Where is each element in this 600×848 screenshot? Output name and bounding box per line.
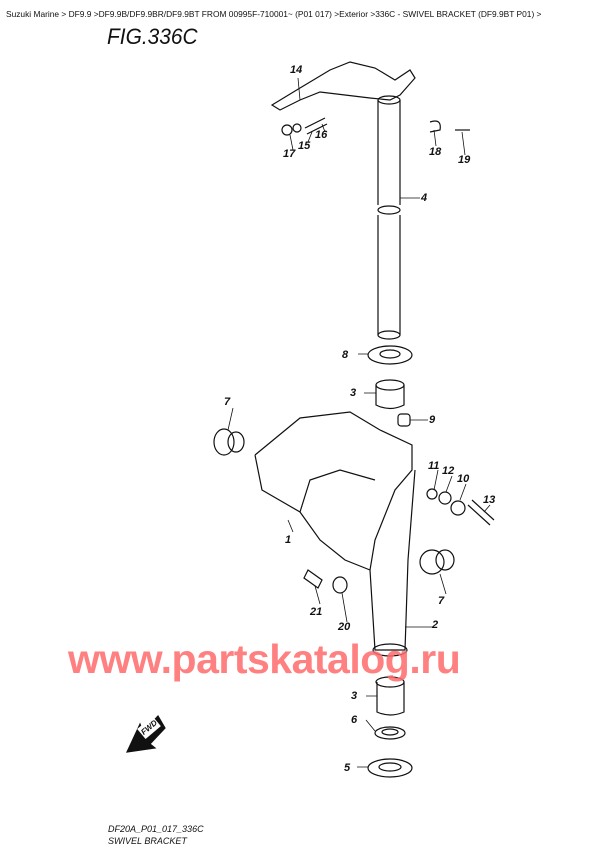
callout-4[interactable]: 4: [421, 192, 428, 204]
callout-6[interactable]: 6: [351, 714, 358, 726]
bolt-13: [467, 499, 495, 526]
callout-21[interactable]: 21: [310, 606, 323, 618]
nut-17: [281, 124, 293, 136]
callout-19[interactable]: 19: [458, 154, 471, 166]
bushing-3: [375, 385, 405, 410]
steering-bracket: [270, 61, 416, 111]
callout-15[interactable]: 15: [298, 140, 311, 152]
callout-2[interactable]: 2: [432, 619, 439, 631]
callout-1[interactable]: 1: [285, 534, 292, 546]
callout-18[interactable]: 18: [429, 146, 442, 158]
callout-12[interactable]: 12: [442, 465, 455, 477]
callout-17[interactable]: 17: [283, 148, 296, 160]
bushing-7-left: [213, 428, 235, 456]
callout-7[interactable]: 7: [438, 595, 445, 607]
callout-9[interactable]: 9: [429, 414, 436, 426]
bushing-7-right: [419, 549, 445, 575]
callout-10[interactable]: 10: [457, 473, 470, 485]
washer-8: [367, 345, 413, 365]
breadcrumb[interactable]: Suzuki Marine > DF9.9 >DF9.9B/DF9.9BR/DF…: [6, 9, 542, 19]
washer-12: [438, 491, 452, 505]
swivel-bracket: [254, 411, 416, 651]
callout-5[interactable]: 5: [344, 762, 351, 774]
bushing-3-lower: [376, 682, 405, 716]
washer-20: [332, 576, 348, 594]
bolt-21: [303, 569, 323, 589]
callout-3[interactable]: 3: [351, 690, 358, 702]
figure-title: FIG.336C: [107, 24, 198, 49]
washer-15: [292, 123, 302, 133]
footer-name: SWIVEL BRACKET: [108, 836, 187, 846]
nut-10: [450, 500, 466, 516]
washer-5: [367, 758, 413, 778]
watermark: www.partskatalog.ru: [68, 636, 461, 682]
footer-code: DF20A_P01_017_336C: [108, 824, 204, 834]
callout-11[interactable]: 11: [428, 460, 440, 472]
callout-20[interactable]: 20: [338, 621, 351, 633]
washer-6: [374, 726, 406, 740]
callout-16[interactable]: 16: [315, 129, 328, 141]
clip-18: [429, 120, 441, 133]
callout-13[interactable]: 13: [483, 494, 496, 506]
callout-8[interactable]: 8: [342, 349, 349, 361]
bolt-16: [304, 117, 328, 135]
swivel-shaft: [377, 100, 401, 335]
callout-3[interactable]: 3: [350, 387, 357, 399]
spring-11: [426, 488, 438, 500]
callout-14[interactable]: 14: [290, 64, 303, 76]
bushing-9: [397, 413, 411, 427]
callout-7[interactable]: 7: [224, 396, 231, 408]
